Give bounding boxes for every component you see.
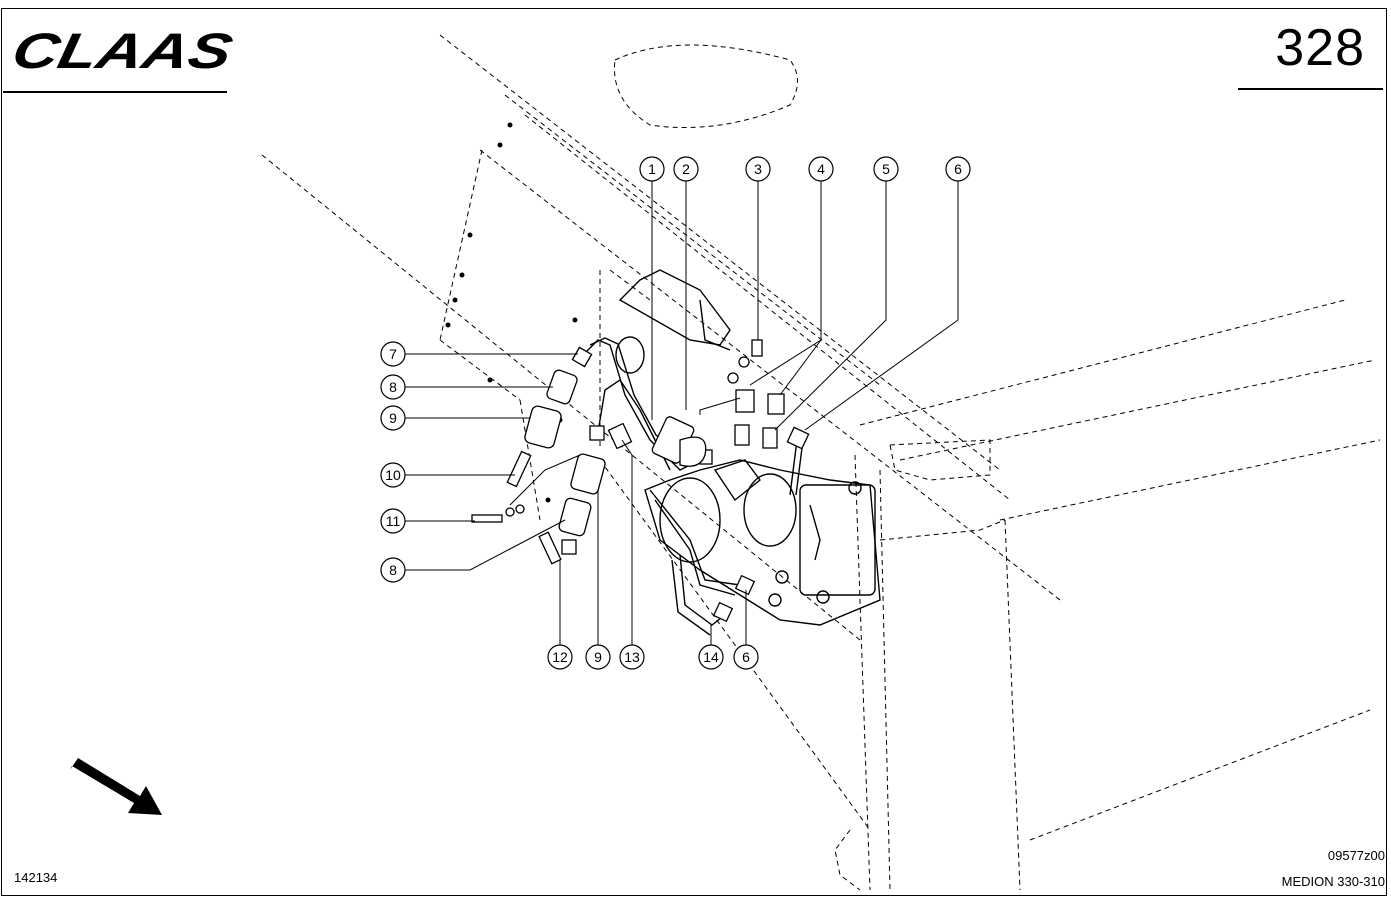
callout-2: 2 — [673, 156, 699, 182]
svg-text:2: 2 — [682, 161, 690, 177]
page-frame — [1, 8, 1387, 896]
drawing-code: 09577z00 — [1327, 848, 1385, 863]
callout-10: 10 — [380, 462, 406, 488]
direction-arrow-icon — [70, 758, 162, 815]
callout-6: 6 — [945, 156, 971, 182]
callout-5: 5 — [873, 156, 899, 182]
page-number-underline — [1238, 88, 1383, 90]
callout-6-bottom: 6 — [733, 644, 759, 670]
svg-text:8: 8 — [389, 562, 397, 578]
callout-bubbles: 1 2 3 4 5 6 7 8 9 10 11 8 12 9 13 14 6 — [380, 156, 971, 670]
callout-14: 14 — [698, 644, 724, 670]
callout-9-top: 9 — [380, 405, 406, 431]
svg-text:8: 8 — [389, 379, 397, 395]
brand-logo-text: CLAAS — [10, 23, 235, 79]
svg-text:9: 9 — [389, 410, 397, 426]
svg-text:9: 9 — [594, 649, 602, 665]
callout-11: 11 — [380, 508, 406, 534]
leader-lines — [405, 181, 959, 645]
claas-logo: CLAAS — [10, 23, 235, 79]
callout-4: 4 — [808, 156, 834, 182]
svg-text:12: 12 — [552, 649, 568, 665]
callout-13: 13 — [619, 644, 645, 670]
catalog-number: 142134 — [14, 870, 58, 885]
hydraulic-lines — [582, 337, 821, 636]
callout-7: 7 — [380, 341, 406, 367]
page-number: 328 — [1275, 19, 1365, 77]
callout-12: 12 — [547, 644, 573, 670]
svg-text:7: 7 — [389, 346, 397, 362]
svg-text:4: 4 — [817, 161, 825, 177]
svg-text:11: 11 — [386, 513, 401, 529]
housing-bolt-holes — [445, 122, 578, 503]
svg-text:5: 5 — [882, 161, 890, 177]
callout-9-bottom: 9 — [585, 644, 611, 670]
callout-3: 3 — [745, 156, 771, 182]
svg-text:3: 3 — [754, 161, 762, 177]
svg-text:10: 10 — [385, 467, 401, 483]
svg-text:6: 6 — [742, 649, 750, 665]
svg-text:6: 6 — [954, 161, 962, 177]
svg-text:13: 13 — [624, 649, 640, 665]
valve-block — [615, 269, 881, 626]
callout-8-top: 8 — [380, 374, 406, 400]
model-name: MEDION 330-310 — [1281, 874, 1385, 889]
callout-8-bottom: 8 — [380, 557, 406, 583]
housing-outline — [261, 34, 1381, 891]
brand-underline — [3, 91, 227, 93]
svg-text:14: 14 — [703, 649, 719, 665]
callout-1: 1 — [639, 156, 665, 182]
fittings — [471, 339, 810, 623]
svg-text:1: 1 — [648, 161, 656, 177]
